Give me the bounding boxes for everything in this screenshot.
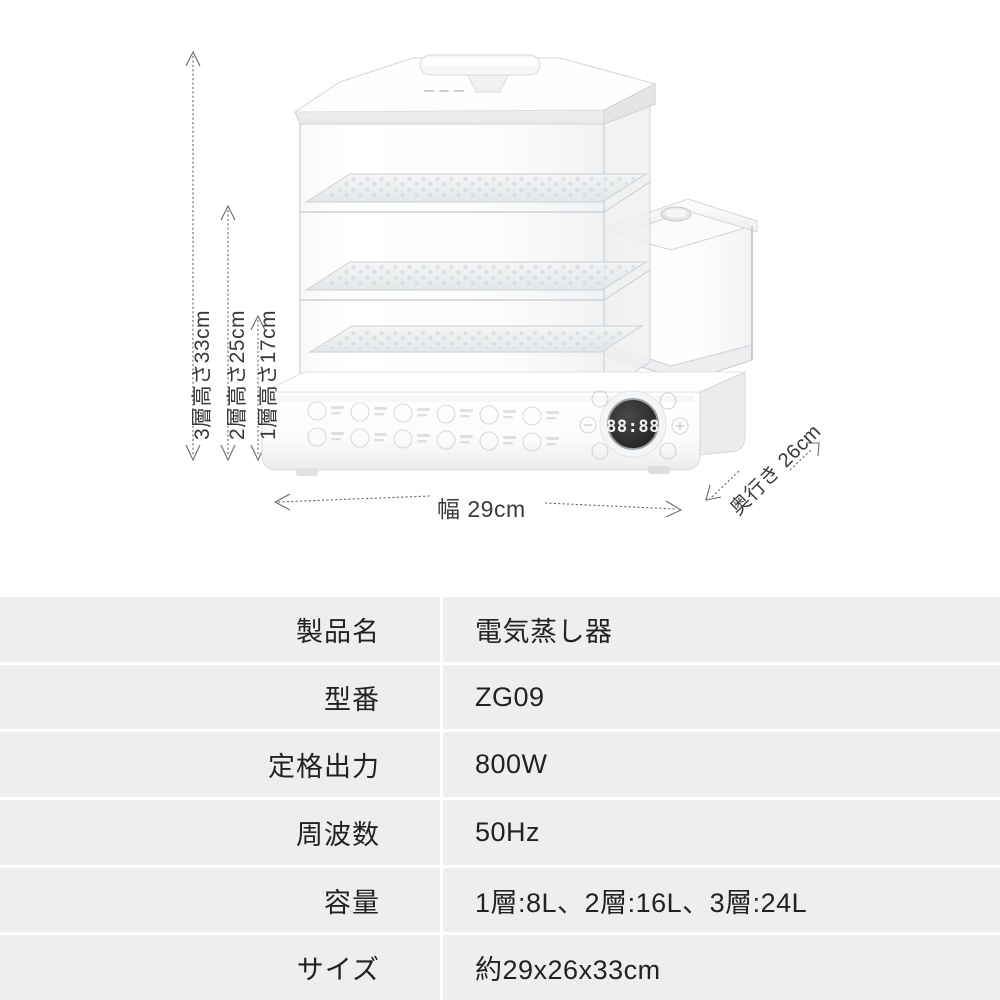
table-row: 容量 1層:8L、2層:16L、3層:24L <box>0 864 1000 933</box>
steamer-base <box>261 371 746 476</box>
spec-label: 型番 <box>324 684 380 715</box>
table-row: 定格出力 800W <box>0 729 1000 798</box>
dimension-label-height-3layer: 3層高さ33cm <box>191 309 214 440</box>
dimension-label-height-2layer: 2層高さ25cm <box>226 309 249 440</box>
column-divider <box>440 800 443 865</box>
specification-table: 製品名 電気蒸し器 型番 ZG09 定格出力 800W 周波数 50Hz 容量 … <box>0 597 1000 1000</box>
timer-display-cluster[interactable] <box>599 390 667 458</box>
column-divider <box>440 935 443 1000</box>
dimension-label-height-1layer: 1層高さ17cm <box>257 309 280 440</box>
spec-value: 50Hz <box>475 816 541 847</box>
product-illustration: 88:88 3層高さ33cm 2層高さ25cm 1層高さ17cm 幅 29cm … <box>185 50 826 522</box>
column-divider <box>440 867 443 933</box>
spec-label: 容量 <box>324 887 380 918</box>
dimension-arrow-width <box>277 495 677 510</box>
spec-label: サイズ <box>296 955 380 986</box>
dimension-arrows-vertical <box>192 56 259 455</box>
steamer-lid <box>293 54 657 125</box>
control-panel-buttons[interactable] <box>307 401 559 452</box>
table-row: 型番 ZG09 <box>0 661 1000 730</box>
column-divider <box>440 732 443 798</box>
arrowheads-width <box>273 493 683 518</box>
spec-value: 電気蒸し器 <box>475 616 613 647</box>
spec-value: 約29x26x33cm <box>475 955 661 986</box>
spec-label: 製品名 <box>296 616 380 647</box>
arrowheads-vertical <box>185 50 266 462</box>
table-row: サイズ 約29x26x33cm <box>0 932 1000 1000</box>
dimension-arrow-depth <box>711 448 813 498</box>
spec-label: 定格出力 <box>268 752 380 783</box>
spec-label: 周波数 <box>296 819 380 850</box>
timer-side-buttons[interactable] <box>579 390 689 460</box>
spec-value: 1層:8L、2層:16L、3層:24L <box>475 887 808 918</box>
spec-value: 800W <box>475 749 548 780</box>
timer-display-value: 88:88 <box>606 417 660 437</box>
column-divider <box>440 664 443 730</box>
arrowheads-depth <box>705 442 820 501</box>
table-row: 製品名 電気蒸し器 <box>0 597 1000 662</box>
table-row: 周波数 50Hz <box>0 797 1000 865</box>
dimension-label-width: 幅 29cm <box>437 496 526 522</box>
spec-value: ZG09 <box>475 681 545 712</box>
steamer-diagram: 88:88 <box>185 50 820 518</box>
column-divider <box>440 597 443 662</box>
